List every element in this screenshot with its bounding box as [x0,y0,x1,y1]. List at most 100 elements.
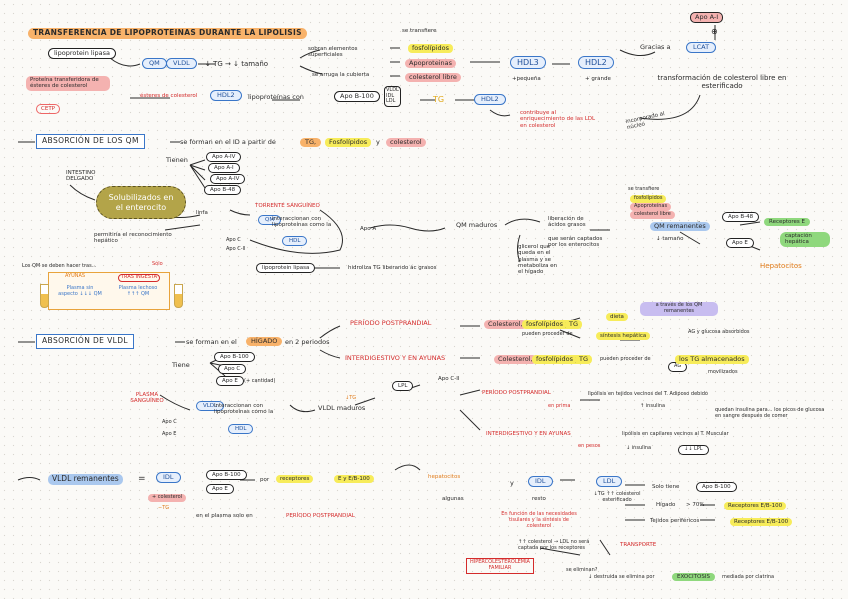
captacion-label: captación hepática [780,232,830,247]
exocitosis-label: EXOCITOSIS [672,573,715,582]
algunas-text: algunas [442,496,464,502]
qm-interaccionan-text: interaccionan con lipoproteínas como la [272,216,332,229]
higado-text: Hígado [656,502,676,508]
lcat-node: LCAT [686,42,717,54]
qm-remanentes-label: QM remanentes [650,222,710,232]
postprandial-idl: PERÍODO POSTPRANDIAL [286,513,355,519]
qm-node-2: QM [258,215,282,226]
apo-qm-0: Apo A-IV [206,152,242,163]
apo-c-vldl: Apo C [162,419,177,425]
se-eliminan-text: se eliminan? [566,567,598,573]
apo-c-label: Apo C [226,237,241,243]
apo-vldl-0: Apo B-100 [214,352,255,363]
mas-colesterol: + colesterol [148,494,187,502]
tg-down-vldl: ↓TG [345,395,357,401]
tube-icon [174,284,183,308]
lpl-down: ↓↓ LPL [678,445,709,455]
solo-tiene-text: Solo tiene [652,484,680,490]
apo-b48-label: Apo B-48 [722,212,760,223]
idl-node: IDL [156,472,181,484]
apo-a1-label: Apo A-I [690,12,724,24]
ldl-list-item: VLDL [386,87,399,93]
contribuye-text: contribuye al enriquecimiento de las LDL… [520,110,596,129]
apo-e-vldl: Apo E [162,431,177,437]
hipercolesterolemia-box: HIPERCOLESTEROLEMIA FAMILIAR [466,558,534,574]
sobran-text: sobran elementos superficiales [308,46,358,59]
apo-qm-1: Apo A-I [208,163,240,174]
destruida-text: ↓ destruida se elimina por [588,574,655,580]
quedan-text: quedan insulina para... los picos de glu… [715,407,825,419]
fosfolipidos-vldl: fosfolípidos y [522,320,573,330]
idl-node-2: IDL [528,476,553,488]
se-transfiere-text: se transfiere [402,28,437,34]
pueden-proceder: pueden proceder de [522,331,573,337]
periodos-text: en 2 periodos [285,338,330,346]
hdl2-node: HDL2 [578,56,614,70]
transporte-label: TRANSPORTE [620,542,657,548]
apo-b100-label: Apo B-100 [334,91,380,103]
lipolisis-2: lipólisis en capilares vecinos al T. Mus… [622,431,729,437]
que-seran-text: que serán captados por los enterocitos [548,236,603,249]
plasma-solo-text: en el plasma solo en [196,513,253,519]
e-b-hl: E y E/B-100 [334,475,374,484]
glicerol-text: glicerol que queda en el plasma y se met… [518,244,558,276]
tg-label: TG [433,95,445,104]
plasma-label: PLASMA SANGUÍNEO [130,392,164,405]
solo-text: Sólo [152,261,163,267]
liberacion-text: liberación de ácidos grasos [548,216,586,229]
lipoprotein-lipasa-2: lipoprotein lipasa [256,263,316,274]
hdl3-node: HDL3 [510,56,546,70]
apo-cii-label: Apo C-II [226,246,246,252]
colesterol-vldl: Colesterol, [484,320,527,330]
en-funcion-text: En función de las necesidades tisulares … [501,511,577,529]
hidroliza-text: hidroliza TG liberando ác grasos [348,265,437,271]
esteres-text: ésteres de colesterol [140,93,198,99]
ingesta-desc: Plasma lechoso ↑↑↑ QM [118,285,158,297]
transformacion-text: transformación de colesterol libre en es… [657,74,787,91]
apo-b100-idl: Apo B-100 [206,470,247,481]
higado-hl: HÍGADO [246,337,283,347]
apo-e-label: Apo E [726,238,754,249]
tg-hl: TG, [300,138,322,148]
insulina-down: ↓ insulina [626,445,652,451]
postprandial-2: PERÍODO POSTPRANDIAL [482,390,551,396]
fosfolipidos-hl: Fosfolípidos [325,138,372,148]
hdl2-node-c: HDL2 [474,94,506,106]
plus-sign: ⊕ [711,27,718,36]
proteina-transf-label: Proteína transferidora de ésteres de col… [26,76,110,91]
tg-info-text: ↓TG ↑↑ colesterol esterificado [593,491,641,503]
ayunas-desc: Plasma sin aspecto ↓↓↓ QM [58,285,102,297]
section-title-absorcion-vldl: ABSORCIÓN DE VLDL [36,334,134,349]
hdl2-node-b: HDL2 [210,90,242,102]
ag-y-text: AG y glucosa absorbidos [688,329,750,335]
lpl-node: LPL [392,381,414,392]
vldl-remanentes-label: VLDL remanentes [48,474,123,485]
hepatocitos-label: Hepatocitos [760,262,802,270]
hepatocitos-idl: hepatocitos [428,474,461,480]
tejidos-text: Tejidos periféricos [650,518,700,524]
pueden-proceder-2: pueden proceder de [600,356,651,362]
tg-almacenados-label: los TG almacenados [675,355,749,365]
tiene-text: Tiene [172,361,190,369]
menos-tg: −TG [158,505,170,511]
receptores-1: Receptores E/B-100 [724,502,787,511]
y-text-2: y [510,479,514,487]
intestino-text: INTESTINO DELGADO [66,170,96,183]
torrente-text: TORRENTE SANGUÍNEO [255,203,320,209]
ayunas-header: AYUNAS [65,273,86,279]
a-traves-label: a través de los QM remanentes [640,302,718,316]
ayunas-note: Los QM se deben hacer tras... [22,263,97,269]
por-text: por [260,477,270,483]
pct-text: > 70% [686,502,705,508]
colesterol-libre-label: colesterol libre [405,73,461,83]
colesterol-libre-2: colesterol libre [630,211,675,219]
en-prima-text: en prima [548,403,571,409]
tube-icon [40,284,49,308]
lipolisis-1: lipólisis en tejidos vecinos del T. Adip… [588,391,708,397]
section-title-absorcion-qm: ABSORCIÓN DE LOS QM [36,134,145,149]
lipoprotein-lipasa-label: lipoprotein lipasa [48,48,116,60]
dieta-label: dieta [606,313,628,322]
se-arruga-text: se arruga la cubierta [312,72,370,78]
insulina-up: ↑ insulina [640,403,666,409]
ldl-list: VLDL IDL LDL [384,86,401,107]
